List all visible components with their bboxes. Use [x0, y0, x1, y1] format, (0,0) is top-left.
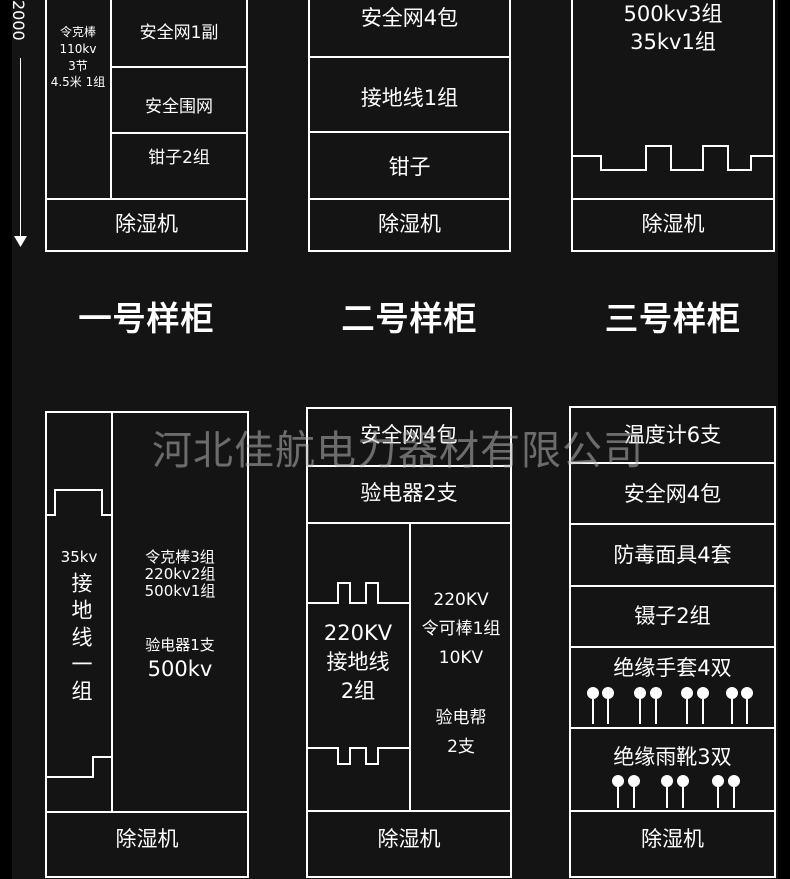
top-c1-left-line: 110kv	[59, 42, 97, 56]
divider	[111, 411, 113, 812]
divider	[308, 56, 511, 58]
bottom-c1-right-line: 220kv2组	[144, 565, 216, 583]
bottom-cabinet-1-frame	[45, 411, 249, 878]
top-c3-line: 35kv1组	[630, 30, 716, 54]
bottom-c1-right-value: 500kv	[147, 657, 213, 681]
divider	[308, 131, 511, 133]
divider	[569, 646, 776, 648]
bottom-c3-row: 镊子2组	[634, 604, 711, 628]
divider	[569, 727, 776, 729]
cabinet-title-1: 一号样柜	[78, 299, 215, 338]
bottom-c2-right-line: 验电帮	[435, 708, 487, 728]
ruler-label: 2000	[9, 0, 28, 41]
top-c1-left-line: 3节	[68, 59, 88, 73]
boot-hook-icon	[612, 775, 740, 808]
top-c1-cell: 安全网1副	[139, 23, 219, 43]
watermark: 河北佳航电力器材有限公司	[152, 428, 644, 474]
bottom-c2-row: 验电器2支	[360, 481, 458, 505]
divider	[569, 585, 776, 587]
top-cabinet-2-frame	[308, 0, 511, 252]
bottom-c1-bottom: 除湿机	[115, 827, 179, 851]
bottom-c1-right-line: 令克棒3组	[145, 548, 215, 566]
top-c3-bottom: 除湿机	[641, 212, 705, 236]
glove-hook-icon	[587, 687, 753, 724]
top-c1-left-line: 令克棒	[59, 25, 96, 39]
top-c2-cell: 钳子	[388, 155, 431, 179]
bottom-c2-bottom: 除湿机	[377, 827, 441, 851]
bottom-cabinet-2-frame	[306, 407, 512, 878]
bottom-c2-left-line: 220KV	[323, 621, 393, 645]
bottom-c2-left-line: 2组	[340, 679, 376, 703]
bottom-c2-right-line: 2支	[447, 737, 475, 757]
divider	[571, 198, 775, 200]
divider	[110, 132, 246, 134]
bottom-c3-row: 防毒面具4套	[613, 543, 732, 567]
top-c1-cell: 安全围网	[145, 97, 213, 117]
bottom-c2-left-line: 接地线	[326, 650, 390, 674]
divider	[45, 198, 248, 200]
divider	[569, 810, 776, 812]
hook-rail-icon	[45, 489, 112, 778]
bottom-c2-right-line: 220KV	[433, 590, 489, 610]
bottom-c3-row: 温度计6支	[623, 423, 722, 447]
ruler-arrow-icon	[14, 236, 27, 247]
ruler-line	[20, 58, 21, 238]
divider	[45, 811, 249, 813]
bottom-c1-right-label: 验电器1支	[145, 636, 215, 654]
divider	[569, 462, 776, 464]
bottom-c3-bottom: 除湿机	[641, 827, 704, 851]
bottom-c1-vertical-label: 接地线一组	[69, 572, 93, 707]
bottom-c2-row: 安全网4包	[360, 423, 458, 447]
divider	[308, 198, 511, 200]
top-c3-line: 500kv3组	[623, 2, 723, 26]
divider	[569, 523, 776, 525]
top-c2-cell: 安全网4包	[360, 6, 459, 30]
hook-rail-icon	[306, 582, 410, 765]
divider	[110, 0, 112, 198]
divider	[409, 522, 411, 812]
cabinet-title-2: 二号样柜	[341, 299, 478, 338]
bottom-cabinet-3-frame	[569, 406, 776, 878]
cabinet-title-3: 三号样柜	[605, 299, 741, 338]
top-c2-bottom: 除湿机	[378, 212, 441, 236]
bottom-c3-row: 安全网4包	[623, 482, 722, 506]
top-c1-cell: 钳子2组	[148, 148, 210, 168]
divider	[306, 810, 512, 812]
bottom-c3-row: 绝缘手套4双	[613, 656, 732, 680]
top-cabinet-3-frame	[571, 0, 775, 252]
divider	[110, 66, 246, 68]
top-c1-left-line: 4.5米 1组	[50, 75, 106, 89]
bottom-c2-right-line: 令可棒1组	[421, 619, 501, 639]
bottom-c2-right-line: 10KV	[438, 648, 484, 668]
bottom-c3-row: 绝缘雨靴3双	[613, 745, 732, 769]
bottom-c1-voltage: 35kv	[60, 548, 98, 566]
divider	[306, 465, 512, 467]
top-c2-cell: 接地线1组	[360, 86, 459, 110]
bottom-c1-right-line: 500kv1组	[144, 582, 216, 600]
hook-rail-icon	[571, 145, 775, 171]
top-c1-bottom: 除湿机	[115, 212, 178, 236]
top-cabinet-1-frame	[45, 0, 248, 252]
